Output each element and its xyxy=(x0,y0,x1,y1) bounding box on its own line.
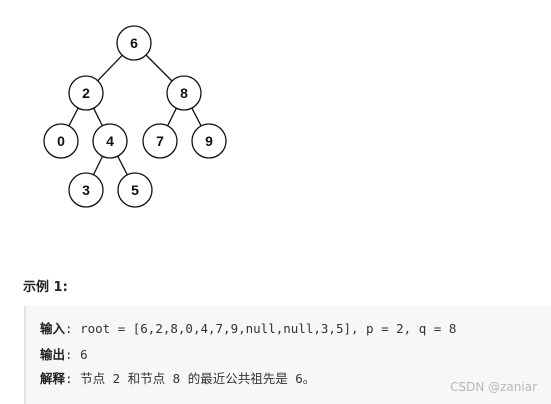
tree-node-label: 2 xyxy=(82,85,90,101)
tree-edge-n8-n7 xyxy=(167,107,177,127)
input-label: 输入 xyxy=(40,321,66,336)
tree-nodes: 6 2 8 0 4 7 9 3 5 xyxy=(43,25,227,208)
tree-node-circle xyxy=(142,123,178,159)
tree-node-label: 6 xyxy=(130,35,138,51)
example-heading: 示例 1: xyxy=(23,280,68,295)
tree-node-label: 7 xyxy=(156,133,164,149)
tree-node-circle xyxy=(68,172,104,208)
tree-edge-n6-n2 xyxy=(97,54,123,82)
tree-node-5: 5 xyxy=(117,172,153,208)
tree-edge-n8-n9 xyxy=(191,107,202,127)
output-value: : 6 xyxy=(65,347,88,362)
tree-node-label: 9 xyxy=(205,133,213,149)
explanation-label: 解释 xyxy=(40,371,66,386)
tree-edge-n6-n8 xyxy=(145,54,173,82)
tree-node-circle xyxy=(117,172,153,208)
tree-edges xyxy=(68,54,202,176)
tree-node-label: 4 xyxy=(106,133,114,149)
tree-node-circle xyxy=(68,75,104,111)
output-label: 输出 xyxy=(40,347,66,362)
tree-node-circle xyxy=(166,75,202,111)
tree-node-9: 9 xyxy=(191,123,227,159)
tree-node-2: 2 xyxy=(68,75,104,111)
tree-node-label: 8 xyxy=(180,85,188,101)
tree-node-label: 0 xyxy=(57,133,65,149)
tree-node-circle xyxy=(116,25,152,61)
tree-edge-n4-n3 xyxy=(92,155,104,176)
tree-node-label: 3 xyxy=(82,182,90,198)
tree-node-label: 5 xyxy=(131,182,139,198)
csdn-watermark: CSDN @zaniar xyxy=(450,380,537,394)
tree-edge-n2-n0 xyxy=(68,107,79,127)
tree-edge-n2-n4 xyxy=(93,107,103,127)
tree-node-8: 8 xyxy=(166,75,202,111)
explanation-value: : 节点 2 和节点 8 的最近公共祖先是 6。 xyxy=(65,371,316,386)
example-explanation-line: 解释: 节点 2 和节点 8 的最近公共祖先是 6。 xyxy=(40,368,315,387)
example-box: 输入: root = [6,2,8,0,4,7,9,null,null,3,5]… xyxy=(24,306,551,404)
binary-tree-diagram: 6 2 8 0 4 7 9 3 5 xyxy=(43,25,227,208)
tree-node-0: 0 xyxy=(43,123,79,159)
tree-edge-n4-n5 xyxy=(117,155,128,176)
tree-node-6: 6 xyxy=(116,25,152,61)
tree-node-circle xyxy=(92,123,128,159)
tree-node-4: 4 xyxy=(92,123,128,159)
example-output-line: 输出: 6 xyxy=(40,344,88,363)
tree-node-circle xyxy=(43,123,79,159)
tree-node-circle xyxy=(191,123,227,159)
example-input-line: 输入: root = [6,2,8,0,4,7,9,null,null,3,5]… xyxy=(40,318,456,337)
input-value: : root = [6,2,8,0,4,7,9,null,null,3,5], … xyxy=(65,321,457,336)
tree-node-3: 3 xyxy=(68,172,104,208)
tree-node-7: 7 xyxy=(142,123,178,159)
